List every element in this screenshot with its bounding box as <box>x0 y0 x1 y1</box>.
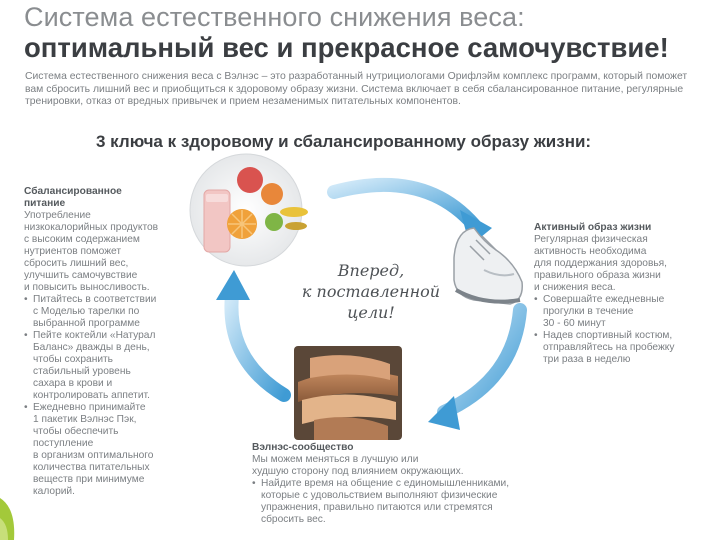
community-body: Мы можем меняться в лучшую или худшую ст… <box>252 454 562 478</box>
arrow-right <box>437 303 527 419</box>
page-title-line2: оптимальный вес и прекрасное самочувстви… <box>24 32 669 63</box>
nutrition-body-line: низкокалорийных продуктов <box>24 222 159 233</box>
bullet-line: Баланс» дважды в день, <box>33 342 150 353</box>
activity-body-line: Регулярная физическая <box>534 234 648 245</box>
bullet-line: в организм оптимального <box>33 450 154 461</box>
nutrition-body-line: и повысить выносливость. <box>24 282 150 293</box>
bullet-line: контролировать аппетит. <box>33 390 150 401</box>
community-bullet: Найдите время на общение с единомышленни… <box>252 478 562 526</box>
green-leaf-decoration <box>0 498 15 540</box>
bullet-line: Найдите время на общение с единомышленни… <box>261 478 510 489</box>
arrow-left <box>224 288 291 402</box>
nutrition-bullets: Питайтесь в соответствии с Моделью тарел… <box>24 294 192 498</box>
arrow-top <box>327 177 481 232</box>
activity-heading: Активный образ жизни <box>534 222 652 233</box>
bullet-line: калорий. <box>33 486 75 497</box>
activity-body-line: и снижения веса. <box>534 282 616 293</box>
nutrition-section: Сбалансированное питание Употребление ни… <box>24 186 192 498</box>
nutrition-body-line: нутриентов поможет <box>24 246 122 257</box>
activity-body-line: активность необходима <box>534 246 647 257</box>
nutrition-body-line: с высоким содержанием <box>24 234 140 245</box>
food-plate-photo <box>189 153 308 267</box>
stacked-hands-photo <box>294 346 402 440</box>
cycle-arrows-graphic <box>189 153 527 440</box>
bullet-line: Пейте коктейли «Натурал <box>33 330 156 341</box>
community-section: Вэлнэс-сообщество Мы можем меняться в лу… <box>252 442 562 526</box>
bullet-line: стабильный уровень <box>33 366 131 377</box>
nutrition-bullet: Ежедневно принимайте 1 пакетик Вэлнэс Пэ… <box>24 402 192 498</box>
community-body-line: Мы можем меняться в лучшую или <box>252 454 419 465</box>
bullet-line: упражнения, правильно питаются или стрем… <box>261 502 493 513</box>
activity-bullets: Совершайте ежедневные прогулки в течение… <box>534 294 694 366</box>
bullet-line: 30 - 60 минут <box>543 318 606 329</box>
activity-bullet: Совершайте ежедневные прогулки в течение… <box>534 294 694 330</box>
nutrition-heading-line2: питание <box>24 198 66 209</box>
community-bullets: Найдите время на общение с единомышленни… <box>252 478 562 526</box>
bullet-line: отправляйтесь на пробежку <box>543 342 675 353</box>
bullet-line: сахара в крови и <box>33 378 113 389</box>
activity-body: Регулярная физическая активность необход… <box>534 234 694 294</box>
bullet-line: которые с удовольствием выполняют физиче… <box>261 490 498 501</box>
bullet-line: с Моделью тарелки по <box>33 306 140 317</box>
bullet-line: чтобы сохранить <box>33 354 113 365</box>
bullet-line: сбросить вес. <box>261 514 326 525</box>
bullet-line: прогулки в течение <box>543 306 634 317</box>
bullet-line: три раза в неделю <box>543 354 631 365</box>
bullet-line: Ежедневно принимайте <box>33 402 146 413</box>
bullet-line: поступление <box>33 438 94 449</box>
nutrition-body-line: улучшить самочувствие <box>24 270 138 281</box>
bullet-line: Надев спортивный костюм, <box>543 330 673 341</box>
activity-bullet: Надев спортивный костюм, отправляйтесь н… <box>534 330 694 366</box>
keys-heading: 3 ключа к здоровому и сбалансированному … <box>96 132 592 151</box>
bullet-line: чтобы обеспечить <box>33 426 119 437</box>
activity-section: Активный образ жизни Регулярная физическ… <box>534 222 694 366</box>
community-body-line: худшую сторону под влиянием окружающих. <box>252 466 464 477</box>
center-motto-line2: к поставленной <box>301 282 441 301</box>
bullet-line: Совершайте ежедневные <box>543 294 665 305</box>
bullet-line: количества питательных <box>33 462 150 473</box>
center-motto-line1: Вперед, <box>337 261 405 280</box>
activity-body-line: правильного образа жизни <box>534 270 661 281</box>
running-shoe-photo <box>453 227 523 305</box>
nutrition-bullet: Пейте коктейли «Натурал Баланс» дважды в… <box>24 330 192 402</box>
activity-body-line: для поддержания здоровья, <box>534 258 668 269</box>
nutrition-heading-line1: Сбалансированное <box>24 186 122 197</box>
community-heading: Вэлнэс-сообщество <box>252 442 354 453</box>
bullet-line: веществ при минимуме <box>33 474 145 485</box>
nutrition-bullet: Питайтесь в соответствии с Моделью тарел… <box>24 294 192 330</box>
center-motto-line3: цели! <box>347 303 395 322</box>
bullet-line: выбранной программе <box>33 318 140 329</box>
page-title-line1: Система естественного снижения веса: <box>24 2 525 32</box>
nutrition-body-line: сбросить лишний вес, <box>24 258 129 269</box>
nutrition-body: Употребление низкокалорийных продуктов с… <box>24 210 192 294</box>
nutrition-body-line: Употребление <box>24 210 91 221</box>
bullet-line: 1 пакетик Вэлнэс Пэк, <box>33 414 137 425</box>
intro-paragraph: Система естественного снижения веса с Вэ… <box>25 71 688 108</box>
center-motto: Вперед, к поставленной цели! <box>296 260 446 323</box>
bullet-line: Питайтесь в соответствии <box>33 294 157 305</box>
